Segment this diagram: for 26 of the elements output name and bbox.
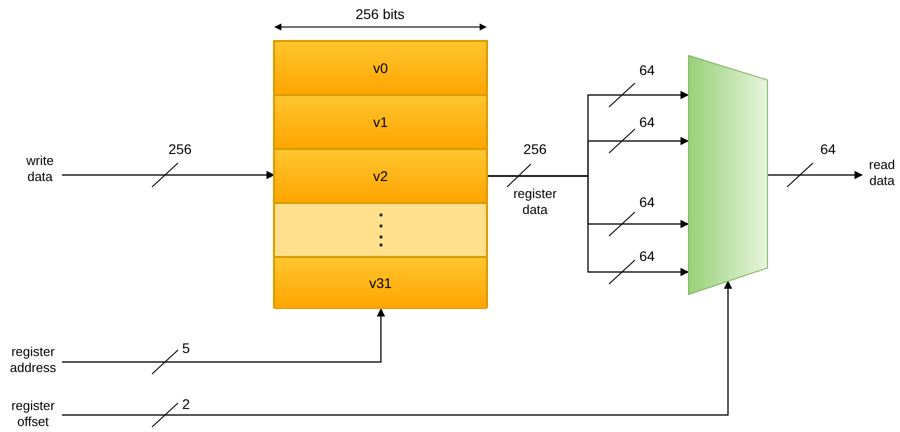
bus-width-label: 64 bbox=[638, 114, 656, 130]
dimension-label: 256 bits bbox=[354, 6, 406, 22]
bus-width-label: 64 bbox=[638, 248, 656, 264]
bus-width-label: 256 bbox=[167, 141, 193, 157]
bus-line bbox=[487, 175, 689, 276]
bus-width-label: 2 bbox=[181, 396, 191, 412]
register-row: v0 bbox=[274, 41, 487, 95]
register-row: v1 bbox=[274, 95, 487, 149]
signal-label: write data bbox=[18, 153, 62, 187]
signal-label: read data bbox=[862, 157, 900, 191]
bus-line bbox=[768, 170, 863, 180]
bus-width-label: 64 bbox=[819, 141, 837, 157]
bus-line bbox=[62, 280, 732, 416]
bus-width-label: 5 bbox=[181, 340, 191, 356]
bus-width-label: 64 bbox=[638, 194, 656, 210]
register-row bbox=[274, 203, 487, 257]
register-file bbox=[273, 40, 488, 308]
bus-width-label: 64 bbox=[638, 62, 656, 78]
register-row: v2 bbox=[274, 149, 487, 203]
signal-label: register address bbox=[4, 344, 62, 378]
register-row: v31 bbox=[274, 257, 487, 309]
bus-line bbox=[62, 308, 386, 363]
bus-line bbox=[62, 170, 275, 180]
signal-label: register data bbox=[512, 186, 558, 218]
bus-width-label: 256 bbox=[522, 141, 548, 157]
signal-label: register offset bbox=[4, 398, 62, 432]
